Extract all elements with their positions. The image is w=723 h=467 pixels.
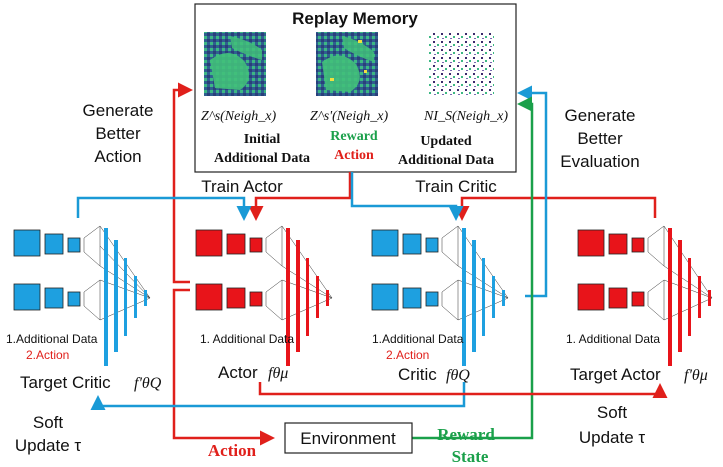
state-image-label: Z^s(Neigh_x) bbox=[201, 109, 276, 124]
gen-eval-2: Better bbox=[577, 129, 623, 148]
next-state-image-label: Z^s'(Neigh_x) bbox=[310, 109, 388, 124]
soft-update-right-2: Update τ bbox=[579, 428, 646, 447]
updated-label-1: Updated bbox=[420, 134, 472, 149]
generate-action-arrow bbox=[172, 82, 275, 446]
bottom-action-label: Action bbox=[208, 441, 257, 460]
target-actor-name: Target Actor bbox=[570, 365, 661, 384]
state-image bbox=[204, 32, 266, 96]
critic-input1: 1.Additional Data bbox=[372, 332, 464, 346]
actor-network bbox=[195, 225, 333, 366]
replay-memory: Replay Memory Z^s(Neigh_x) Z^s'(Neigh_x)… bbox=[194, 3, 517, 173]
critic-input2: 2.Action bbox=[386, 348, 429, 362]
critic-name: Critic bbox=[398, 365, 437, 384]
critic-network bbox=[371, 225, 509, 366]
target-critic-input1: 1.Additional Data bbox=[6, 332, 98, 346]
next-state-image bbox=[316, 32, 378, 96]
updated-label-2: Additional Data bbox=[398, 153, 494, 168]
soft-update-actor-arrow bbox=[258, 382, 668, 398]
updated-image-label: NI_S(Neigh_x) bbox=[423, 109, 508, 124]
replay-memory-title: Replay Memory bbox=[292, 9, 418, 28]
generate-eval-arrow bbox=[517, 85, 548, 298]
bottom-state-label: State bbox=[452, 447, 489, 466]
soft-update-right-1: Soft bbox=[597, 403, 628, 422]
gen-action-2: Better bbox=[95, 124, 141, 143]
environment-box: Environment bbox=[284, 422, 413, 454]
actor-symbol: fθμ bbox=[268, 365, 288, 382]
environment-label: Environment bbox=[300, 429, 396, 448]
updated-data-image bbox=[428, 32, 494, 96]
target-critic-network bbox=[13, 225, 151, 366]
soft-update-left-1: Soft bbox=[33, 413, 64, 432]
train-actor-label: Train Actor bbox=[201, 177, 283, 196]
gen-action-1: Generate bbox=[83, 101, 154, 120]
initial-label-1: Initial bbox=[244, 132, 281, 147]
bottom-reward-label: Reward bbox=[437, 425, 495, 444]
target-critic-name: Target Critic bbox=[20, 373, 111, 392]
train-arrows bbox=[76, 172, 657, 221]
memory-reward-label: Reward bbox=[330, 129, 378, 144]
target-actor-input1: 1. Additional Data bbox=[566, 332, 660, 346]
target-critic-symbol: f'θQ bbox=[134, 375, 162, 392]
train-critic-label: Train Critic bbox=[415, 177, 497, 196]
gen-eval-1: Generate bbox=[565, 106, 636, 125]
actor-input1: 1. Additional Data bbox=[200, 332, 294, 346]
gen-action-3: Action bbox=[94, 147, 141, 166]
target-actor-symbol: f'θμ bbox=[684, 367, 708, 384]
memory-action-label: Action bbox=[334, 148, 374, 163]
target-actor-network bbox=[577, 225, 713, 366]
soft-update-left-2: Update τ bbox=[15, 436, 82, 455]
gen-eval-3: Evaluation bbox=[560, 152, 639, 171]
critic-symbol: fθQ bbox=[446, 367, 470, 384]
target-critic-input2: 2.Action bbox=[26, 348, 69, 362]
initial-label-2: Additional Data bbox=[214, 151, 310, 166]
actor-name: Actor bbox=[218, 363, 258, 382]
reward-state-arrow bbox=[412, 96, 534, 440]
